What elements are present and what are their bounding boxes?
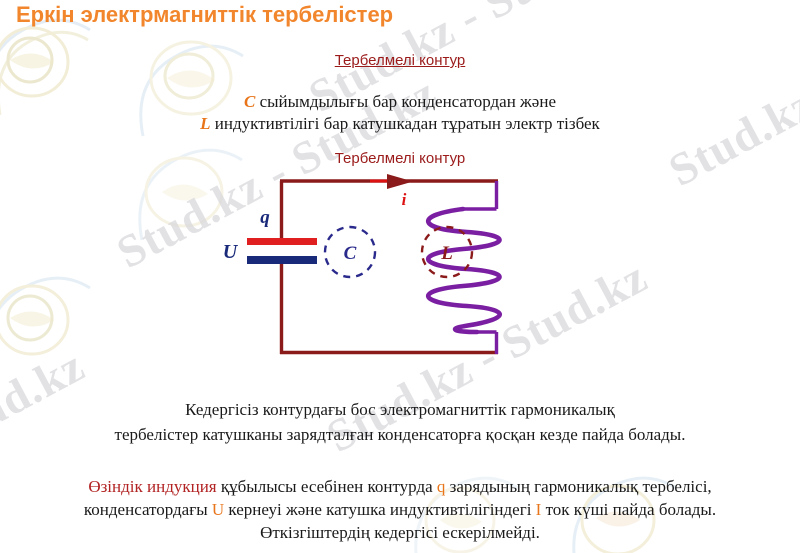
label-current: i xyxy=(402,190,407,209)
watermark-logo-icon xyxy=(0,276,91,356)
symbol-voltage: U xyxy=(211,500,225,519)
capacitor-plates xyxy=(247,238,317,264)
paragraph-1-line-1: Кедергісіз контурдағы бос электромагнитт… xyxy=(185,400,615,419)
label-charge: q xyxy=(260,207,270,228)
paragraph-2-line-2: конденсатордағы U кернеуі және катушка и… xyxy=(0,500,800,520)
symbol-charge: q xyxy=(436,477,446,496)
subheading-oscillatory-circuit: Тербелмелі контур xyxy=(334,52,466,69)
lc-circuit-diagram: i q U C L xyxy=(223,174,502,355)
definition-line-2-text: индуктивтілігі бар катушкадан тұратын эл… xyxy=(210,114,600,133)
paragraph-2-line-1: Өзіндік индукция құбылысы есебінен конту… xyxy=(0,477,800,497)
label-voltage: U xyxy=(223,241,239,263)
inductance-marker-circle xyxy=(420,225,474,279)
page-title: Еркін электрмагниттік тербелістер xyxy=(16,2,394,27)
definition-line-2: L индуктивтілігі бар катушкадан тұратын … xyxy=(0,114,800,134)
symbol-capacitance: C xyxy=(243,92,256,111)
paragraph-2-line-2-text-b: кернеуі және катушка индуктивтілігіндегі xyxy=(224,500,536,519)
inductor-leads xyxy=(463,181,499,354)
paragraph-1-line-2: тербелістер катушканы зарядталған конден… xyxy=(114,425,686,444)
definition-line-1-text: сыйымдылығы бар конденсатордан және xyxy=(255,92,556,111)
capacitance-marker-circle xyxy=(323,225,377,279)
inductor-coil xyxy=(426,206,502,335)
paragraph-2-line-2-text-c: ток күші пайда болады. xyxy=(541,500,717,519)
paragraph-2-line-3: Өткізгіштердің кедергісі ескерілмейді. xyxy=(260,523,540,542)
paragraph-2-line-2-text-a: конденсатордағы xyxy=(83,500,212,519)
paragraph-2-line-1-text-c: зарядының гармоникалық тербелісі, xyxy=(445,477,712,496)
current-arrow-icon xyxy=(370,174,413,189)
diagram-heading: Тербелмелі контур xyxy=(334,150,466,167)
highlight-self-induction: Өзіндік индукция xyxy=(88,477,217,496)
symbol-current: I xyxy=(535,500,542,519)
paragraph-2-line-1-text-b: құбылысы есебінен контурда xyxy=(216,477,437,496)
label-capacitance: C xyxy=(344,243,357,264)
definition-line-1: C сыйымдылығы бар конденсатордан және xyxy=(0,92,800,112)
symbol-inductance: L xyxy=(200,114,211,133)
capacitor-plate-positive xyxy=(247,238,317,245)
capacitor-plate-negative xyxy=(247,256,317,264)
label-inductance: L xyxy=(440,243,453,264)
